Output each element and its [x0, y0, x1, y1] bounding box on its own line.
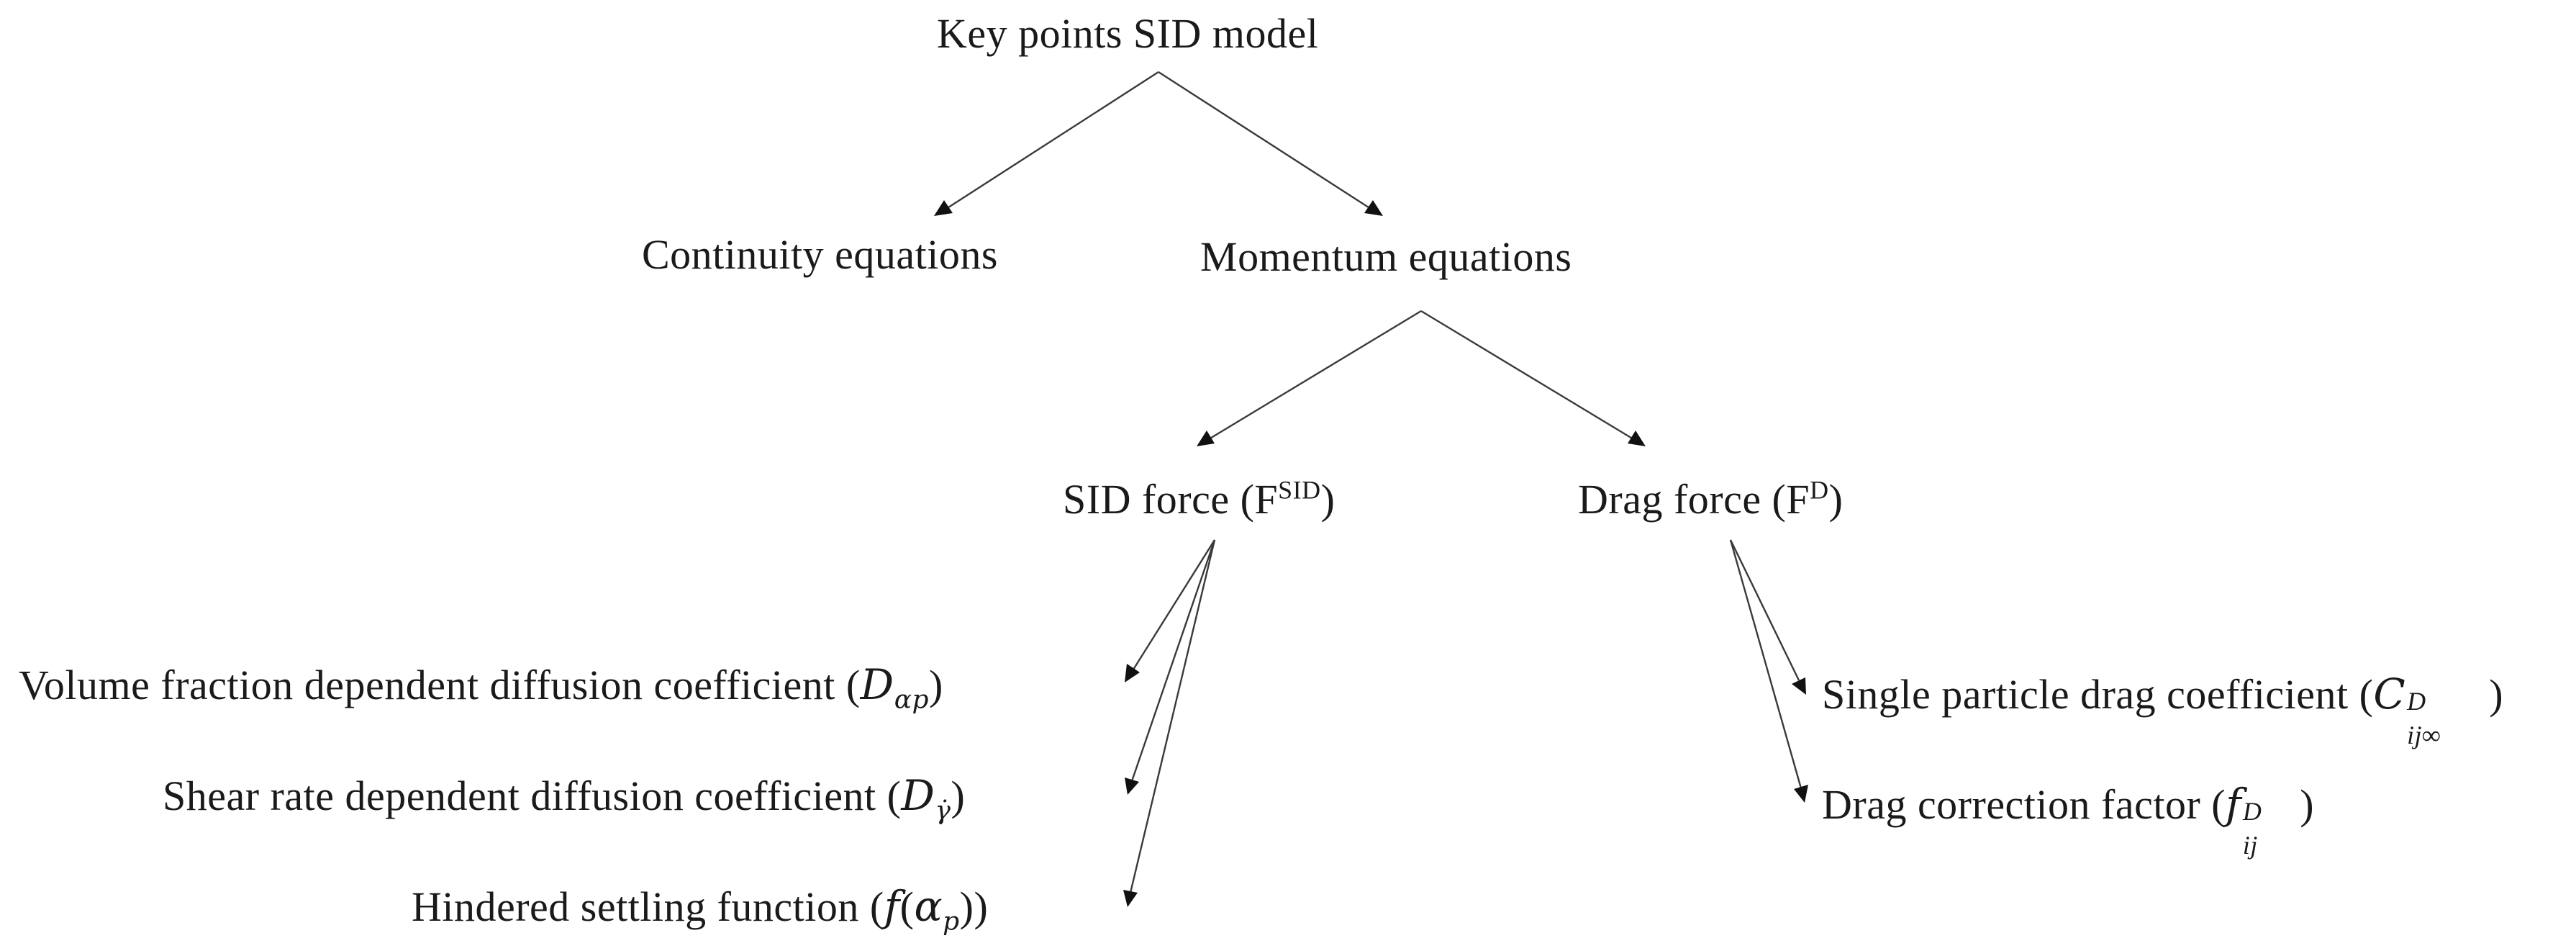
arrow-momentum-to-sid: [1208, 310, 1422, 441]
arrowhead-shear-rate: [1125, 778, 1139, 795]
arrowhead-sid: [1197, 431, 1215, 446]
node-continuity: Continuity equations: [642, 234, 998, 276]
node-shear-rate: Shear rate dependent diffusion coefficie…: [163, 772, 966, 824]
drag-force-superscript: D: [1810, 475, 1829, 505]
hindered-symbol: f: [884, 882, 900, 931]
arrowhead-single-particle: [1792, 677, 1806, 695]
shear-rate-symbol: D: [901, 771, 935, 820]
arrowhead-momentum: [1364, 200, 1383, 216]
single-particle-subscript: ij∞: [2407, 720, 2441, 749]
hindered-text: Hindered settling function (: [412, 883, 884, 930]
shear-rate-subscript: γ̇: [935, 795, 951, 826]
shear-rate-close: ): [951, 772, 966, 819]
arrowhead-hindered: [1123, 890, 1138, 907]
drag-force-text: Drag force (F: [1578, 476, 1810, 523]
drag-correction-symbol: f: [2226, 780, 2242, 829]
single-particle-symbol: C: [2373, 670, 2406, 718]
single-particle-superscript: D: [2407, 687, 2426, 716]
arrow-momentum-to-drag: [1420, 310, 1634, 441]
drag-correction-superscript: D: [2242, 797, 2262, 826]
arrow-sid-to-volume-fraction: [1132, 539, 1216, 670]
volume-fraction-text: Volume fraction dependent diffusion coef…: [19, 662, 861, 708]
arrow-root-to-continuity: [945, 71, 1159, 210]
node-continuity-text: Continuity equations: [642, 231, 998, 278]
arrowhead-drag: [1628, 431, 1646, 446]
hindered-inner-close: ): [959, 883, 974, 930]
node-sid-force: SID force (FSID): [1063, 475, 1335, 523]
arrow-root-to-momentum: [1158, 71, 1371, 210]
sid-force-text: SID force (F: [1063, 476, 1279, 523]
hindered-close: ): [974, 883, 989, 930]
drag-correction-subscript: ij: [2242, 830, 2258, 860]
shear-rate-text: Shear rate dependent diffusion coefficie…: [163, 772, 902, 819]
node-volume-fraction: Volume fraction dependent diffusion coef…: [19, 662, 943, 713]
hindered-inner-subscript: p: [943, 906, 960, 937]
node-hindered-settling: Hindered settling function (f(αp)): [412, 882, 989, 934]
drag-force-close: ): [1828, 476, 1843, 523]
hindered-inner-open: (: [899, 883, 915, 930]
sid-force-superscript: SID: [1278, 475, 1321, 505]
arrow-drag-to-correction: [1729, 539, 1802, 789]
arrow-sid-to-shear-rate: [1130, 539, 1216, 782]
arrowhead-drag-correction: [1794, 785, 1808, 803]
node-root-text: Key points SID model: [937, 10, 1319, 57]
drag-correction-close: ): [2300, 781, 2315, 828]
volume-fraction-subscript: αp: [894, 685, 929, 715]
volume-fraction-close: ): [928, 662, 943, 708]
arrow-sid-to-hindered: [1129, 539, 1216, 893]
volume-fraction-symbol: D: [860, 660, 894, 709]
node-momentum-text: Momentum equations: [1200, 233, 1572, 280]
node-momentum: Momentum equations: [1200, 236, 1572, 278]
drag-correction-text: Drag correction factor (: [1822, 781, 2226, 828]
node-drag-force: Drag force (FD): [1578, 475, 1843, 523]
arrowhead-volume-fraction: [1125, 664, 1140, 682]
arrow-drag-to-single-particle: [1729, 539, 1800, 681]
hindered-inner-symbol: α: [914, 882, 943, 931]
node-root: Key points SID model: [937, 13, 1318, 55]
single-particle-close: ): [2489, 671, 2504, 718]
arrowhead-continuity: [934, 200, 953, 216]
single-particle-text: Single particle drag coefficient (: [1822, 671, 2374, 718]
sid-force-close: ): [1320, 476, 1335, 523]
